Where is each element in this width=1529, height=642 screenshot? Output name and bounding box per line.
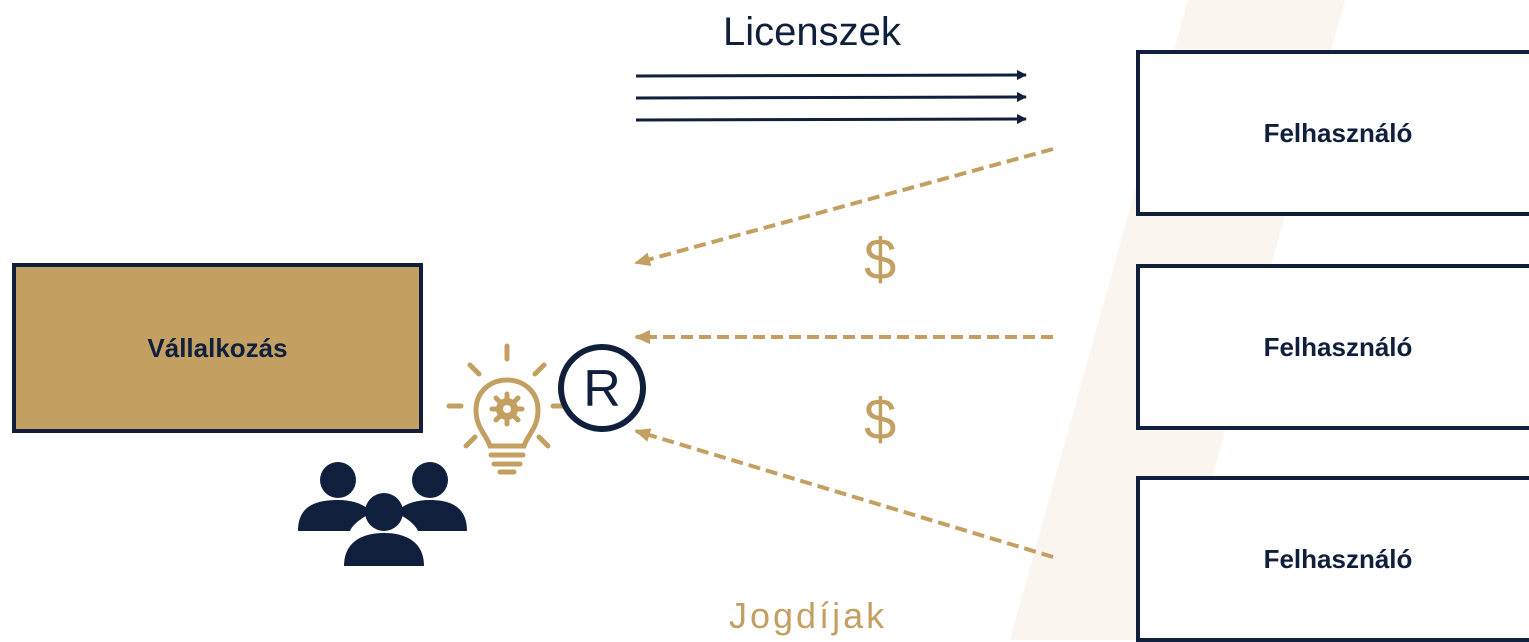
people-group-icon — [298, 462, 467, 566]
user-label: Felhasználó — [1263, 331, 1413, 362]
user-box-3: Felhasználó — [1136, 476, 1529, 642]
royalty-arrow-1 — [634, 147, 1054, 267]
license-arrow-3 — [635, 114, 1027, 125]
royalty-arrows — [634, 147, 1054, 559]
license-arrows — [635, 70, 1027, 125]
registered-trademark-icon: R — [558, 344, 646, 432]
license-arrow-2 — [635, 92, 1027, 103]
user-box-2: Felhasználó — [1136, 264, 1529, 430]
user-label: Felhasználó — [1263, 543, 1413, 574]
user-label: Felhasználó — [1263, 117, 1413, 148]
business-label: Vállalkozás — [147, 332, 288, 363]
registered-symbol: R — [583, 360, 621, 418]
licenses-label: Licenszek — [723, 10, 901, 54]
dollar-sign-2: $ — [864, 387, 897, 452]
dollar-sign-1: $ — [864, 227, 897, 292]
royalties-label: Jogdíjak — [729, 595, 888, 636]
lightbulb-gear-icon — [446, 343, 568, 475]
business-box: Vállalkozás — [12, 263, 423, 433]
license-arrow-1 — [635, 70, 1027, 81]
royalty-arrow-3 — [634, 428, 1054, 559]
user-box-1: Felhasználó — [1136, 50, 1529, 216]
